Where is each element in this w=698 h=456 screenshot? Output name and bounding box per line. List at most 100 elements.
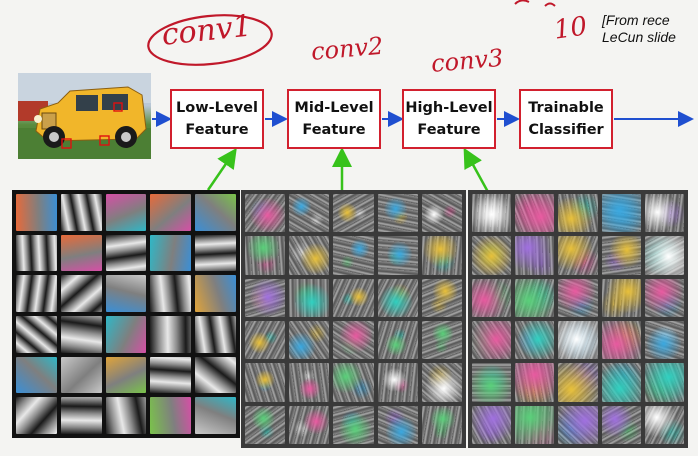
input-car-image <box>18 73 151 159</box>
low-level-filter-cell <box>195 397 236 434</box>
mid-level-feature-cell <box>377 320 418 360</box>
high-level-feature-cell <box>472 278 512 317</box>
source-citation-line2: LeCun slide <box>602 29 676 45</box>
low-level-filter-cell <box>150 316 192 353</box>
mid-level-features-grid <box>241 190 466 448</box>
mid-level-sublabel: Feature <box>302 122 366 138</box>
classifier-sublabel: Classifier <box>528 122 604 138</box>
mid-level-feature-cell <box>421 194 462 233</box>
high-level-feature-cell <box>472 236 512 275</box>
high-level-feature-cell <box>472 194 512 233</box>
mid-level-feature-cell <box>421 363 462 402</box>
mid-level-feature-cell <box>421 320 462 360</box>
low-level-filter-cell <box>105 397 147 434</box>
high-level-feature-cell <box>558 363 598 402</box>
high-level-feature-cell <box>644 405 684 444</box>
high-level-feature-cell <box>515 236 555 275</box>
low-level-filter-cell <box>150 275 192 312</box>
low-level-filter-cell <box>16 397 57 434</box>
source-citation-line1: [From rece <box>602 12 670 28</box>
high-level-feature-cell <box>515 363 555 402</box>
low-level-filter-cell <box>105 356 147 394</box>
arrow-low-features <box>206 147 237 191</box>
mid-level-feature-cell <box>245 278 286 317</box>
mid-level-feature-cell <box>421 405 462 444</box>
low-level-filter-cell <box>150 397 192 434</box>
mid-level-feature-cell <box>333 320 374 360</box>
high-level-feature-cell <box>472 320 512 360</box>
mid-level-feature-cell <box>377 278 418 317</box>
mid-level-feature-cell <box>289 194 330 233</box>
high-level-feature-cell <box>558 236 598 275</box>
low-level-label: Low-Level <box>176 100 258 116</box>
low-level-filter-cell <box>105 194 147 231</box>
low-level-filter-cell <box>150 194 192 231</box>
high-level-feature-cell <box>601 236 641 275</box>
low-level-filter-cell <box>16 316 57 353</box>
high-level-label: High-Level <box>405 100 493 116</box>
mid-level-feature-cell <box>421 236 462 275</box>
mid-level-feature-cell <box>245 320 286 360</box>
low-level-filter-cell <box>16 234 57 272</box>
mid-level-feature-cell <box>377 363 418 402</box>
car-illustration <box>18 73 151 159</box>
mid-level-feature-cell <box>333 194 374 233</box>
low-level-filter-cell <box>105 234 147 272</box>
high-level-feature-cell <box>515 278 555 317</box>
high-level-feature-cell <box>644 320 684 360</box>
mid-level-feature-cell <box>377 405 418 444</box>
classifier-label: Trainable <box>528 100 604 116</box>
mid-level-feature-cell <box>333 278 374 317</box>
high-level-features-grid <box>468 190 688 448</box>
mid-level-feature-cell <box>245 194 286 233</box>
low-level-sublabel: Feature <box>185 122 249 138</box>
high-level-feature-cell <box>601 194 641 233</box>
mid-level-feature-cell <box>245 236 286 275</box>
high-level-feature-cell <box>558 278 598 317</box>
high-level-feature-cell <box>472 405 512 444</box>
low-level-filter-cell <box>195 356 236 394</box>
low-level-filter-cell <box>60 356 102 394</box>
high-level-feature-cell <box>601 320 641 360</box>
mid-level-feature-cell <box>289 278 330 317</box>
mid-level-feature-cell <box>377 194 418 233</box>
source-citation: [From rece LeCun slide <box>602 12 676 46</box>
mid-level-feature-cell <box>289 320 330 360</box>
high-level-feature-cell <box>644 236 684 275</box>
low-level-filter-cell <box>16 356 57 394</box>
high-level-feature-cell <box>644 363 684 402</box>
low-level-filter-cell <box>60 397 102 434</box>
high-level-feature-cell <box>472 363 512 402</box>
mid-level-feature-cell <box>245 405 286 444</box>
mid-level-label: Mid-Level <box>294 100 374 116</box>
mid-level-feature-cell <box>421 278 462 317</box>
low-level-filter-cell <box>150 356 192 394</box>
mid-level-feature-cell <box>245 363 286 402</box>
low-level-filter-cell <box>60 316 102 353</box>
mid-level-feature-cell <box>333 405 374 444</box>
low-level-filter-cell <box>16 275 57 312</box>
low-level-filter-cell <box>195 234 236 272</box>
low-level-filter-cell <box>60 234 102 272</box>
high-level-feature-cell <box>515 194 555 233</box>
low-level-filter-cell <box>105 275 147 312</box>
mid-level-feature-cell <box>377 236 418 275</box>
low-level-filter-cell <box>105 316 147 353</box>
mid-level-feature-cell <box>289 405 330 444</box>
high-level-feature-cell <box>558 194 598 233</box>
low-level-filters-grid <box>12 190 240 438</box>
low-level-filter-cell <box>150 234 192 272</box>
high-level-feature-cell <box>601 405 641 444</box>
low-level-filter-cell <box>195 275 236 312</box>
high-level-feature-cell <box>601 363 641 402</box>
high-level-feature-cell <box>644 278 684 317</box>
low-level-filter-cell <box>16 194 57 231</box>
arrow-high-features <box>463 147 490 193</box>
mid-level-feature-cell <box>333 236 374 275</box>
